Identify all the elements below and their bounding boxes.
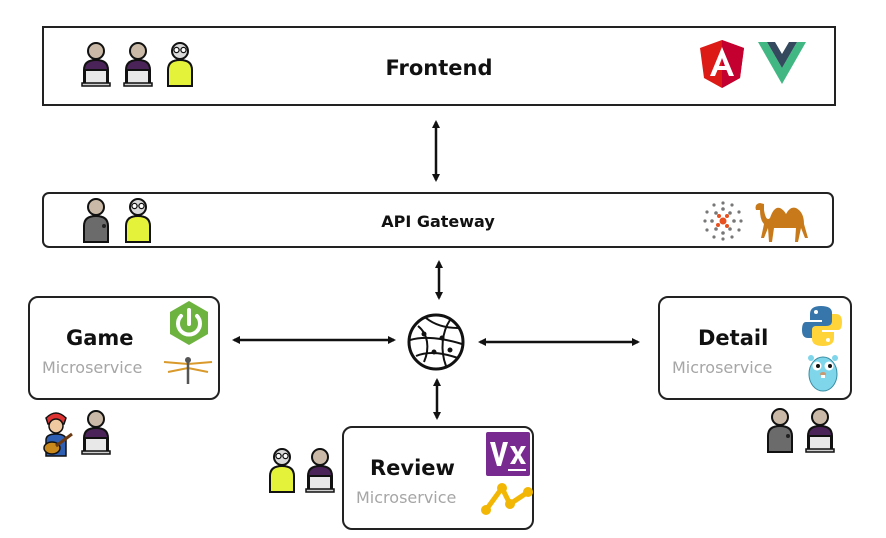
review-service-subtitle: Microservice	[356, 488, 457, 507]
detail-service-name: Detail	[698, 326, 769, 350]
developer-avatar	[123, 42, 153, 87]
developer-avatar	[81, 42, 111, 87]
guitar-player-icon	[43, 412, 73, 457]
detail-service-subtitle: Microservice	[672, 358, 773, 377]
api-gateway-title: API Gateway	[381, 212, 495, 231]
vertx-icon	[486, 432, 530, 476]
dragonfly-icon	[163, 357, 213, 384]
globe-network-icon	[407, 313, 465, 371]
developer-avatar	[305, 448, 335, 493]
ops-avatar	[767, 408, 793, 453]
developer-avatar	[81, 410, 111, 455]
game-service-subtitle: Microservice	[42, 358, 143, 377]
tester-avatar	[125, 198, 151, 243]
frontend-title: Frontend	[385, 56, 493, 80]
vue-icon	[758, 42, 806, 84]
angular-icon	[700, 40, 744, 88]
tester-avatar	[167, 42, 193, 87]
game-service-name: Game	[66, 326, 134, 350]
camel-icon	[755, 203, 808, 242]
tester-avatar	[269, 448, 295, 493]
api-gateway-box: API Gateway	[42, 192, 834, 248]
python-icon	[802, 306, 842, 346]
spring-boot-icon	[170, 301, 208, 345]
review-service-name: Review	[370, 456, 455, 480]
developer-avatar	[805, 408, 835, 453]
dot-cluster-icon	[703, 201, 743, 241]
go-gopher-icon	[808, 355, 838, 392]
ops-avatar	[83, 198, 109, 243]
graph-nodes-icon	[481, 483, 533, 515]
